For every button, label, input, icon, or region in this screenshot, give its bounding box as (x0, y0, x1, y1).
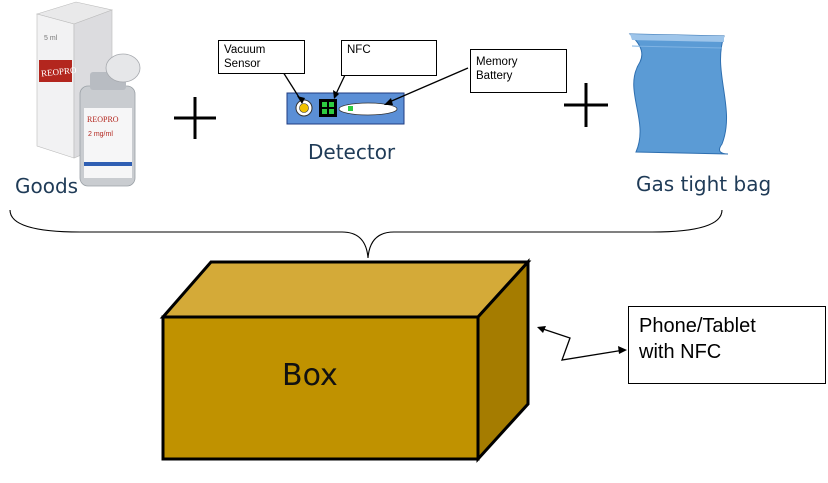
gas-bag-label: Gas tight bag (636, 172, 772, 196)
goods-image: REOPRO 5 ml REOPRO 2 mg/ml (35, 1, 141, 187)
gas-bag-seal (630, 34, 724, 42)
phone-tablet-box: Phone/Tablet with NFC (628, 306, 826, 384)
nfc-chip-pad-2 (329, 102, 334, 107)
carton-volume: 5 ml (44, 35, 58, 42)
vial-concentration: 2 mg/ml (88, 131, 113, 138)
nfc-chip-pad-3 (322, 109, 327, 114)
vacuum-sensor-core (299, 103, 309, 113)
nfc-chip-pad-1 (322, 102, 327, 107)
detector-label: Detector (308, 140, 396, 164)
memory-battery-icon (338, 102, 398, 116)
memory-battery-callout: Memory Battery (470, 49, 567, 93)
box-front (161, 315, 480, 461)
carton-brand: REOPRO (41, 65, 78, 79)
memory-arrowhead (384, 98, 393, 105)
nfc-arrowhead (333, 90, 339, 99)
box-shape (159, 258, 532, 463)
carton-band (39, 60, 72, 82)
vial-cap (105, 53, 141, 83)
vial-brand: REOPRO (87, 115, 119, 124)
box-label: Box (282, 358, 338, 393)
grouping-brace (9, 209, 723, 259)
nfc-chip-pad-4 (329, 109, 334, 114)
vial-stripe (84, 162, 132, 166)
nfc-callout: NFC (341, 40, 437, 76)
memory-led (348, 106, 353, 111)
gas-bag-image (628, 33, 729, 155)
box-top (159, 260, 532, 319)
gas-bag-body (628, 33, 729, 155)
nfc-signal-line (539, 327, 625, 361)
nfc-signal-arrowhead-device (618, 346, 627, 354)
goods-label: Goods (15, 174, 79, 198)
detector-device (286, 92, 405, 125)
nfc-chip-icon (319, 99, 337, 117)
gas-bag-seal-line (631, 45, 723, 49)
plus-sign-2 (564, 83, 608, 127)
nfc-signal-arrowhead-box (537, 326, 546, 333)
plus-sign-1 (174, 97, 216, 139)
memory-pointer (386, 67, 469, 104)
vacuum-sensor-arrowhead (297, 96, 305, 104)
vacuum-sensor-callout: Vacuum Sensor (218, 40, 305, 74)
vial-label (84, 108, 132, 178)
